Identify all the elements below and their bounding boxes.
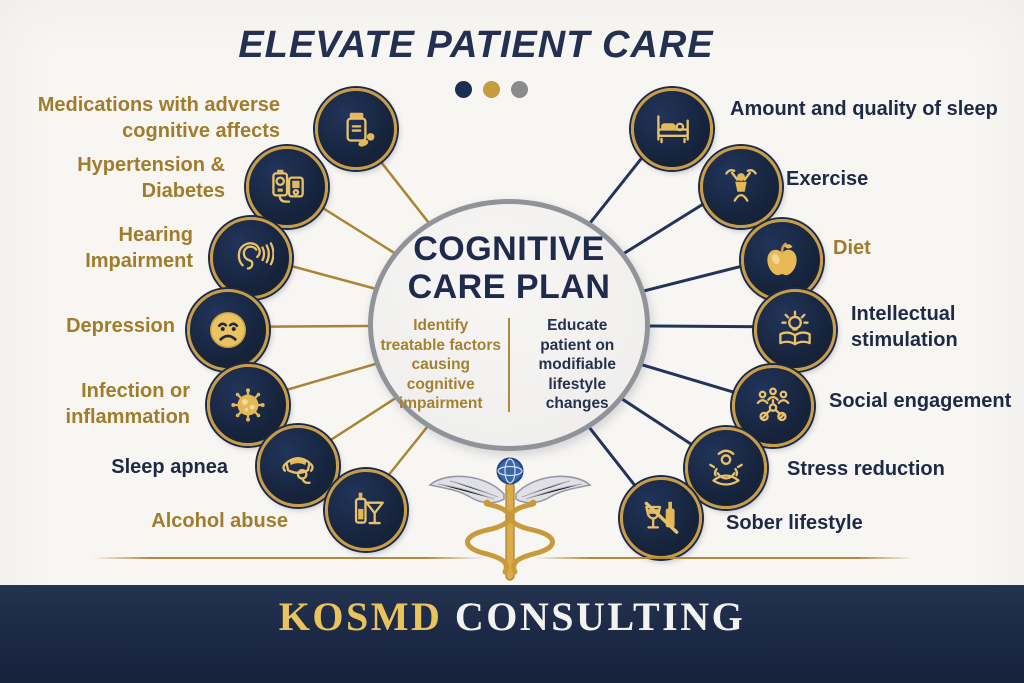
no-alcohol-icon (644, 501, 679, 534)
social-network-icon (756, 387, 790, 422)
node-sleep-quality (631, 88, 713, 170)
node-diet (741, 219, 823, 301)
cpap-mask-icon (282, 457, 314, 485)
sad-face-icon (209, 311, 247, 349)
label-depression: Depression (66, 315, 175, 337)
label-sleep-apnea: Sleep apnea (111, 456, 228, 478)
node-depression (187, 289, 269, 371)
divider-rule-right (534, 557, 914, 559)
brand-name: KOSMD CONSULTING (279, 593, 745, 640)
label-sleep-quality: Amount and quality of sleep (730, 98, 998, 120)
brand-primary: KOSMD (278, 594, 443, 639)
identify-note: Identify treatable factors causing cogni… (380, 317, 502, 412)
bed-icon (657, 115, 689, 144)
brand-secondary: CONSULTING (454, 594, 746, 639)
center-heading: COGNITIVE CARE PLAN (408, 230, 611, 306)
educate-note: Educate patient on modifiable lifestyle … (538, 317, 616, 412)
cognitive-care-plan-circle: COGNITIVE CARE PLAN Identify treatable f… (368, 199, 650, 451)
center-columns: Identify treatable factors causing cogni… (380, 316, 639, 414)
node-alcohol-abuse (325, 469, 407, 551)
node-intellectual (754, 289, 836, 371)
label-stress: Stress reduction (787, 458, 945, 480)
page-title: ELEVATE PATIENT CARE (238, 24, 714, 66)
label-alcohol-abuse: Alcohol abuse (151, 510, 288, 532)
label-social: Social engagement (829, 390, 1012, 412)
label-medications: Medications with adverse cognitive affec… (37, 94, 280, 142)
node-sleep-apnea (257, 425, 339, 507)
ear-icon (237, 242, 274, 270)
exercise-icon (725, 169, 757, 202)
caduceus-icon (428, 457, 592, 581)
glucose-monitor-icon (272, 169, 304, 203)
label-intellectual: Intellectual stimulation (851, 303, 958, 351)
book-bulb-icon (779, 310, 811, 346)
node-hearing (210, 217, 292, 299)
node-medications (315, 88, 397, 170)
node-stress (685, 427, 767, 509)
meditation-icon (709, 449, 743, 486)
label-hearing: Hearing Impairment (85, 224, 193, 272)
node-sober (620, 477, 702, 559)
alcohol-icon (354, 492, 384, 525)
title-dots (455, 81, 528, 98)
dot-gray (511, 81, 528, 98)
apple-icon (767, 242, 797, 276)
divider-rule-left (92, 557, 484, 559)
label-hypertension: Hypertension & Diabetes (77, 154, 225, 202)
label-exercise: Exercise (786, 168, 869, 190)
center-heading-line2: CARE PLAN (407, 268, 611, 306)
center-heading-line1: COGNITIVE (413, 230, 605, 268)
dot-navy (455, 81, 472, 98)
label-sober: Sober lifestyle (726, 512, 863, 534)
node-exercise (700, 146, 782, 228)
label-infection: Infection or inflammation (65, 380, 190, 428)
center-divider (507, 318, 511, 412)
footer-band: KOSMD CONSULTING (0, 585, 1024, 683)
dot-gold (483, 81, 500, 98)
pill-bottle-icon (346, 112, 375, 147)
node-hypertension (246, 146, 328, 228)
label-diet: Diet (833, 237, 871, 259)
virus-icon (231, 388, 265, 422)
